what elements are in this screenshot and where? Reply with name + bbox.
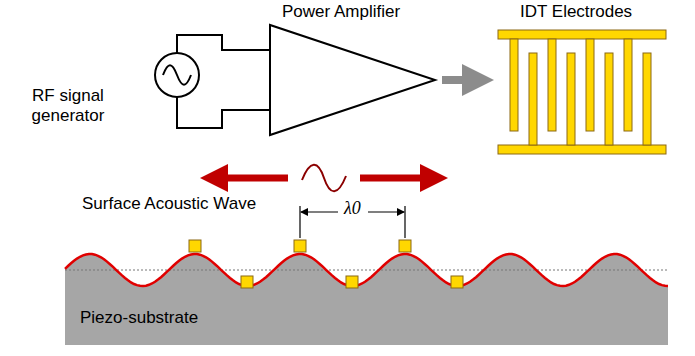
piezo-substrate <box>65 254 668 345</box>
amplifier-label: Power Amplifier <box>282 2 400 22</box>
signal-arrow <box>442 76 478 84</box>
surface-particles <box>189 240 463 288</box>
particle-marker <box>189 240 201 252</box>
sine-symbol <box>302 165 346 192</box>
generator-label: RF signal generator <box>8 86 128 127</box>
electrode-finger <box>510 39 518 131</box>
electrode-finger <box>567 53 575 145</box>
wave-arrow-right <box>360 175 434 182</box>
particle-marker <box>399 240 411 252</box>
wavelength-label: λ0 <box>343 198 362 220</box>
wave-arrow-left <box>214 175 288 182</box>
electrode-finger <box>529 53 537 145</box>
surface-wave <box>65 254 668 286</box>
electrode-finger <box>586 39 594 131</box>
particle-marker <box>294 240 306 252</box>
particle-marker <box>346 276 358 288</box>
substrate-label: Piezo-substrate <box>80 308 198 328</box>
electrode-finger <box>605 53 613 145</box>
signal-generator <box>155 35 270 128</box>
idt-electrodes <box>498 30 666 154</box>
particle-marker <box>451 276 463 288</box>
electrode-finger <box>643 53 651 145</box>
idt-label: IDT Electrodes <box>520 2 632 22</box>
electrode-finger <box>548 39 556 131</box>
rest-surface <box>65 270 668 271</box>
particle-marker <box>241 276 253 288</box>
electrode-finger <box>624 39 632 131</box>
wave-label: Surface Acoustic Wave <box>82 194 256 214</box>
amplifier-symbol <box>270 25 435 135</box>
